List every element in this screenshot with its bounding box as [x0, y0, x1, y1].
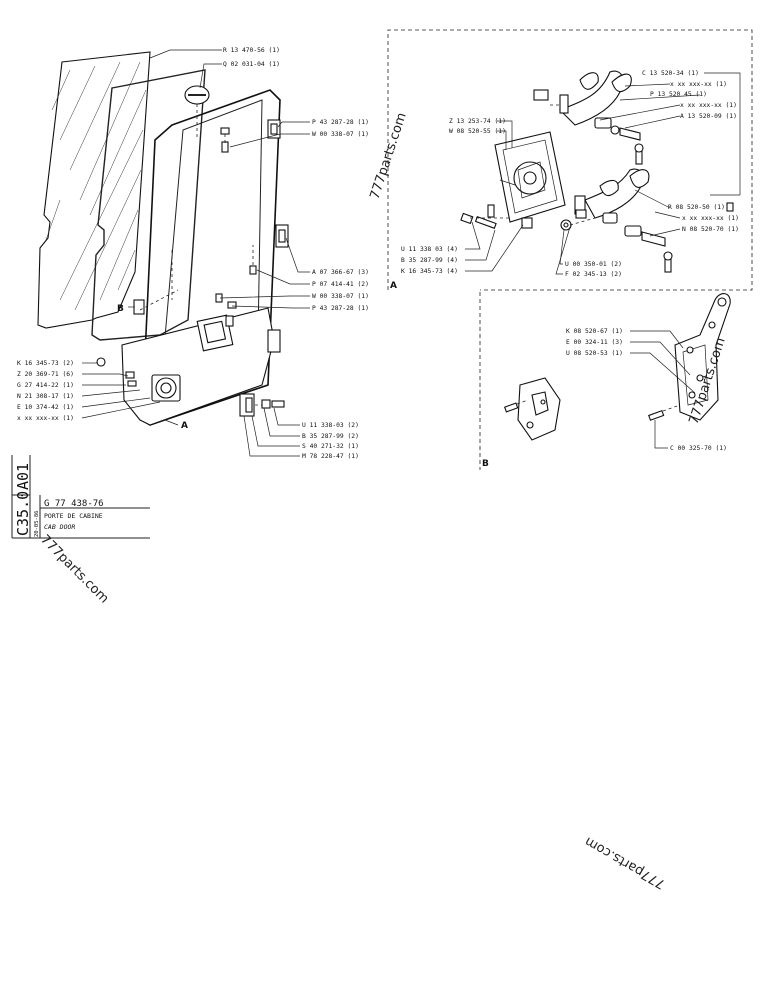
- door-assembly-drawing: [37, 51, 289, 426]
- title-english: CAB DOOR: [44, 523, 75, 531]
- detail-a-labels: C 13 520-34 (1) x xx xxx-xx (1) P 13 520…: [401, 70, 739, 278]
- part-label: M 78 228-47 (1): [302, 453, 359, 460]
- part-label: P 13 520 45 (1): [650, 91, 707, 98]
- part-label: U 00 350-01 (2): [565, 261, 622, 268]
- part-label: K 16 345-73 (2): [17, 360, 74, 367]
- door-glass-pane: [37, 51, 151, 329]
- lower-hinge: [267, 329, 281, 353]
- bracket-b: [133, 299, 145, 315]
- part-label: N 08 520-70 (1): [682, 226, 739, 233]
- part-label: B 35 287-99 (4): [401, 257, 458, 264]
- part-label: U 08 520-53 (1): [566, 350, 623, 357]
- part-label: E 10 374-42 (1): [17, 404, 74, 411]
- part-label: G 27 414-22 (1): [17, 382, 74, 389]
- title-french: PORTE DE CABINE: [44, 512, 103, 520]
- part-label: W 08 520-55 (1): [449, 128, 506, 135]
- part-label: F 02 345-13 (2): [565, 271, 622, 278]
- part-label: C 00 325-70 (1): [670, 445, 727, 452]
- detail-a-marker: A: [390, 281, 397, 291]
- part-label: P 07 414-41 (2): [312, 281, 369, 288]
- part-label: P 43 287-28 (1): [312, 119, 369, 126]
- part-label: K 08 520-67 (1): [566, 328, 623, 335]
- part-label: x xx xxx-xx (1): [680, 102, 737, 109]
- part-label: P 43 287-28 (1): [312, 305, 369, 312]
- part-label: S 40 271-32 (1): [302, 443, 359, 450]
- part-label: K 16 345-73 (4): [401, 268, 458, 275]
- part-label: R 13 470-56 (1): [223, 47, 280, 54]
- part-label: x xx xxx-xx (1): [682, 215, 739, 222]
- marker-b: B: [117, 304, 124, 314]
- detail-b-drawing: [503, 293, 731, 441]
- drawing-number: G 77 438-76: [44, 499, 104, 509]
- drawing-date: 20-05-86: [34, 511, 40, 538]
- watermark: 777parts.com: [368, 111, 410, 201]
- part-label: x xx xxx-xx (1): [17, 415, 74, 422]
- detail-b-frame: B: [479, 292, 489, 470]
- reference-box-icon: [726, 202, 734, 212]
- door-frame: [141, 89, 281, 426]
- detail-a-drawing: [460, 70, 673, 273]
- part-label: U 11 338-03 (2): [302, 422, 359, 429]
- figure-code: C35.0: [14, 491, 32, 536]
- marker-a: A: [181, 421, 188, 431]
- part-label: W 00 338-07 (1): [312, 293, 369, 300]
- watermark: 777parts.com: [37, 532, 111, 606]
- detail-a-frame: A: [387, 29, 753, 291]
- part-label: R 08 520-50 (1): [668, 204, 725, 211]
- detail-b-marker: B: [482, 459, 489, 469]
- detail-b-labels: K 08 520-67 (1) E 00 324-11 (3) U 08 520…: [566, 328, 727, 452]
- part-label: W 00 338-07 (1): [312, 131, 369, 138]
- part-label: U 11 338 03 (4): [401, 246, 458, 253]
- hinge-bracket: [674, 293, 731, 421]
- screw-washer: [220, 127, 230, 135]
- part-label: E 00 324-11 (3): [566, 339, 623, 346]
- main-leader-lines: [81, 49, 310, 457]
- glass-hatching: [45, 61, 147, 311]
- detail-a-leader-lines: [465, 72, 741, 275]
- door-seal: [91, 69, 206, 341]
- part-label: x xx xxx-xx (1): [670, 81, 727, 88]
- part-label: Z 13 253-74 (1): [449, 118, 506, 125]
- part-label: Q 02 031-04 (1): [223, 61, 280, 68]
- title-block: A01 C35.0 20-05-86 G 77 438-76 PORTE DE …: [11, 455, 150, 539]
- watermark: 777parts.com: [582, 833, 668, 891]
- main-part-labels: R 13 470-56 (1) Q 02 031-04 (1) P 43 287…: [17, 47, 369, 460]
- part-label: B 35 287-99 (2): [302, 433, 359, 440]
- part-label: N 21 308-17 (1): [17, 393, 74, 400]
- part-label: C 13 520-34 (1): [642, 70, 699, 77]
- part-label: Z 20 369-71 (6): [17, 371, 74, 378]
- section-code: A01: [14, 463, 32, 490]
- detail-b-leader-lines: [630, 330, 696, 449]
- part-label: A 07 366-67 (3): [312, 269, 369, 276]
- part-label: A 13 520-09 (1): [680, 113, 737, 120]
